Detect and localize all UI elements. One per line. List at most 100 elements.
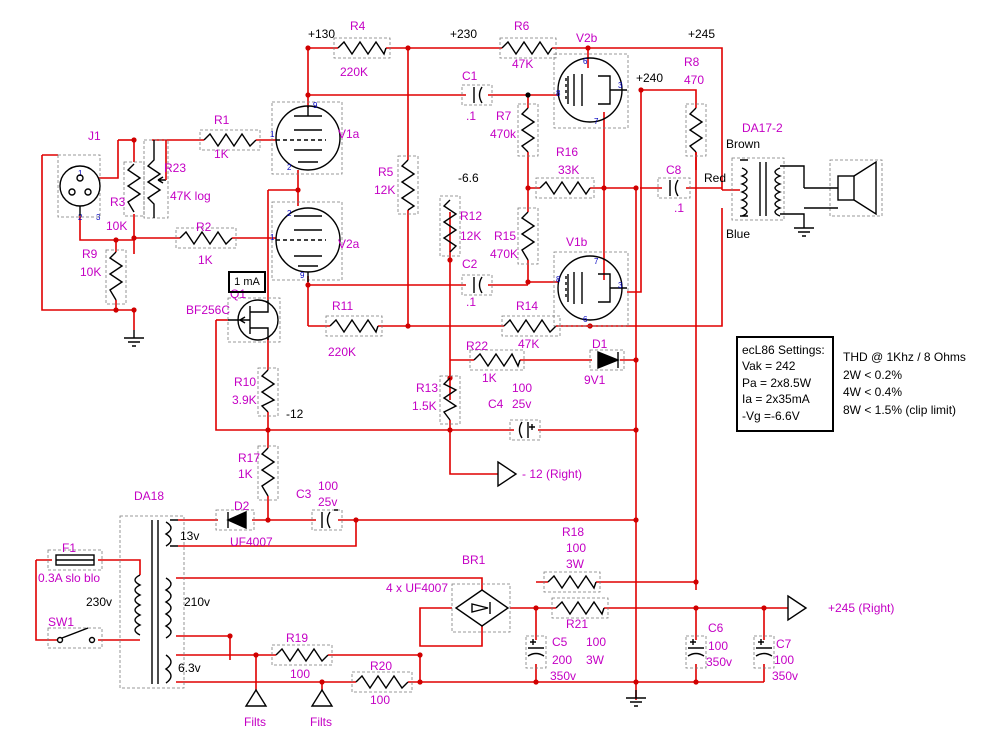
label-210v: 210v	[184, 595, 210, 609]
resistor-r21	[551, 597, 609, 619]
capacitor-c3	[311, 509, 343, 531]
resistors	[105, 37, 707, 693]
resistor-r13	[439, 375, 461, 425]
label-c2: C2	[462, 257, 478, 271]
tube-v2a	[271, 201, 343, 282]
label-c5-voltage: 350v	[550, 669, 576, 683]
label-r17: R17	[238, 451, 260, 465]
svg-text:7: 7	[594, 257, 599, 266]
resistor-r6	[499, 37, 557, 59]
power-transformer-da18	[119, 515, 185, 689]
label-c7-value: 100	[774, 653, 794, 667]
label-c3-voltage: 25v	[318, 495, 337, 509]
label-c6-voltage: 350v	[706, 655, 732, 669]
rail-plus130: +130	[308, 27, 335, 41]
grounds	[124, 330, 646, 707]
label-r2: R2	[196, 220, 212, 234]
label-c8-value: .1	[674, 201, 684, 215]
label-d2-value: UF4007	[230, 535, 273, 549]
svg-text:2: 2	[287, 209, 292, 218]
thd-notes: THD @ 1Khz / 8 Ohms 2W < 0.2% 4W < 0.4% …	[843, 349, 966, 419]
output-transformer	[731, 157, 805, 222]
rail-minus12: -12	[286, 407, 304, 421]
pot-r23	[143, 139, 169, 219]
label-r17-value: 1K	[238, 467, 253, 481]
label-c7-voltage: 350v	[772, 669, 798, 683]
thd-line: 8W < 1.5% (clip limit)	[843, 402, 957, 417]
label-r18-value: 100	[566, 541, 586, 555]
resistor-r7	[517, 103, 539, 157]
resistor-r5	[397, 155, 419, 215]
label-r11: R11	[332, 299, 353, 313]
rail-plus230: +230	[450, 27, 477, 41]
label-r23-value: 47K log	[170, 189, 211, 203]
label-f1: F1	[62, 541, 76, 555]
label-r22-value: 1K	[482, 371, 497, 385]
resistor-r18	[543, 571, 601, 593]
fuse-f1	[47, 549, 103, 571]
label-r9: R9	[82, 247, 98, 261]
speaker	[804, 159, 883, 217]
capacitor-c1	[461, 84, 493, 106]
label-f1-value: 0.3A slo blo	[38, 571, 100, 585]
diodes	[215, 349, 625, 531]
label-r16-value: 33K	[558, 163, 579, 177]
label-r19-value: 100	[290, 667, 310, 681]
capacitor-c4	[509, 419, 541, 441]
capacitor-c8	[657, 177, 691, 199]
svg-text:6: 6	[583, 315, 588, 324]
svg-text:2: 2	[287, 163, 292, 172]
diode-d2	[215, 509, 255, 531]
label-r6-value: 47K	[512, 57, 533, 71]
label-c1: C1	[462, 69, 478, 83]
thd-line: 2W < 0.2%	[843, 367, 903, 382]
label-r7: R7	[496, 109, 512, 123]
label-r10-value: 3.9K	[232, 393, 257, 407]
label-r3: R3	[110, 195, 126, 209]
resistor-r19	[271, 644, 333, 666]
rail-minus6-6: -6.6	[458, 171, 479, 185]
label-r5: R5	[378, 165, 394, 179]
label-c4-value: 100	[512, 381, 532, 395]
label-r15-value: 470K	[490, 247, 518, 261]
resistor-r8	[685, 103, 707, 157]
label-c5-value: 200	[552, 653, 572, 667]
resistor-r14	[501, 315, 561, 337]
label-filts-1: Filts	[244, 715, 266, 729]
label-q1: Q1	[230, 287, 246, 301]
label-filts-2: Filts	[310, 715, 332, 729]
label-r19: R19	[286, 631, 308, 645]
thd-title: THD @ 1Khz / 8 Ohms	[843, 350, 966, 364]
label-r20: R20	[370, 659, 392, 673]
svg-text:9: 9	[313, 101, 318, 110]
settings-line: Ia = 2x35mA	[742, 392, 810, 407]
resistor-r4	[333, 37, 391, 59]
tubes	[271, 53, 629, 327]
label-q1-value: BF256C	[186, 303, 230, 317]
resistor-r3	[123, 161, 145, 217]
label-r8-value: 470	[684, 73, 704, 87]
label-minus12-right: - 12 (Right)	[522, 467, 582, 481]
label-r3-value: 10K	[106, 219, 127, 233]
resistor-r15	[517, 207, 539, 265]
fet-q1	[227, 297, 281, 343]
label-c6: C6	[708, 621, 724, 635]
rail-plus240: +240	[636, 71, 663, 85]
label-r11-value: 220K	[328, 345, 356, 359]
tube-v1a	[271, 101, 343, 175]
label-c1-value: .1	[466, 109, 476, 123]
label-r2-value: 1K	[198, 253, 213, 267]
thd-line: 4W < 0.4%	[843, 385, 903, 399]
label-r1: R1	[214, 113, 230, 127]
resistor-r11	[325, 315, 383, 337]
resistor-r1	[199, 129, 261, 151]
label-c2-value: .1	[466, 295, 476, 309]
svg-text:2: 2	[78, 213, 83, 222]
current-indicator: 1 mA	[228, 271, 266, 293]
resistor-r10	[257, 367, 279, 417]
label-c6-value: 100	[708, 639, 728, 653]
label-c4-voltage: 25v	[512, 397, 531, 411]
label-v1a: V1a	[338, 127, 360, 141]
label-plus245-right: +245 (Right)	[828, 601, 894, 615]
